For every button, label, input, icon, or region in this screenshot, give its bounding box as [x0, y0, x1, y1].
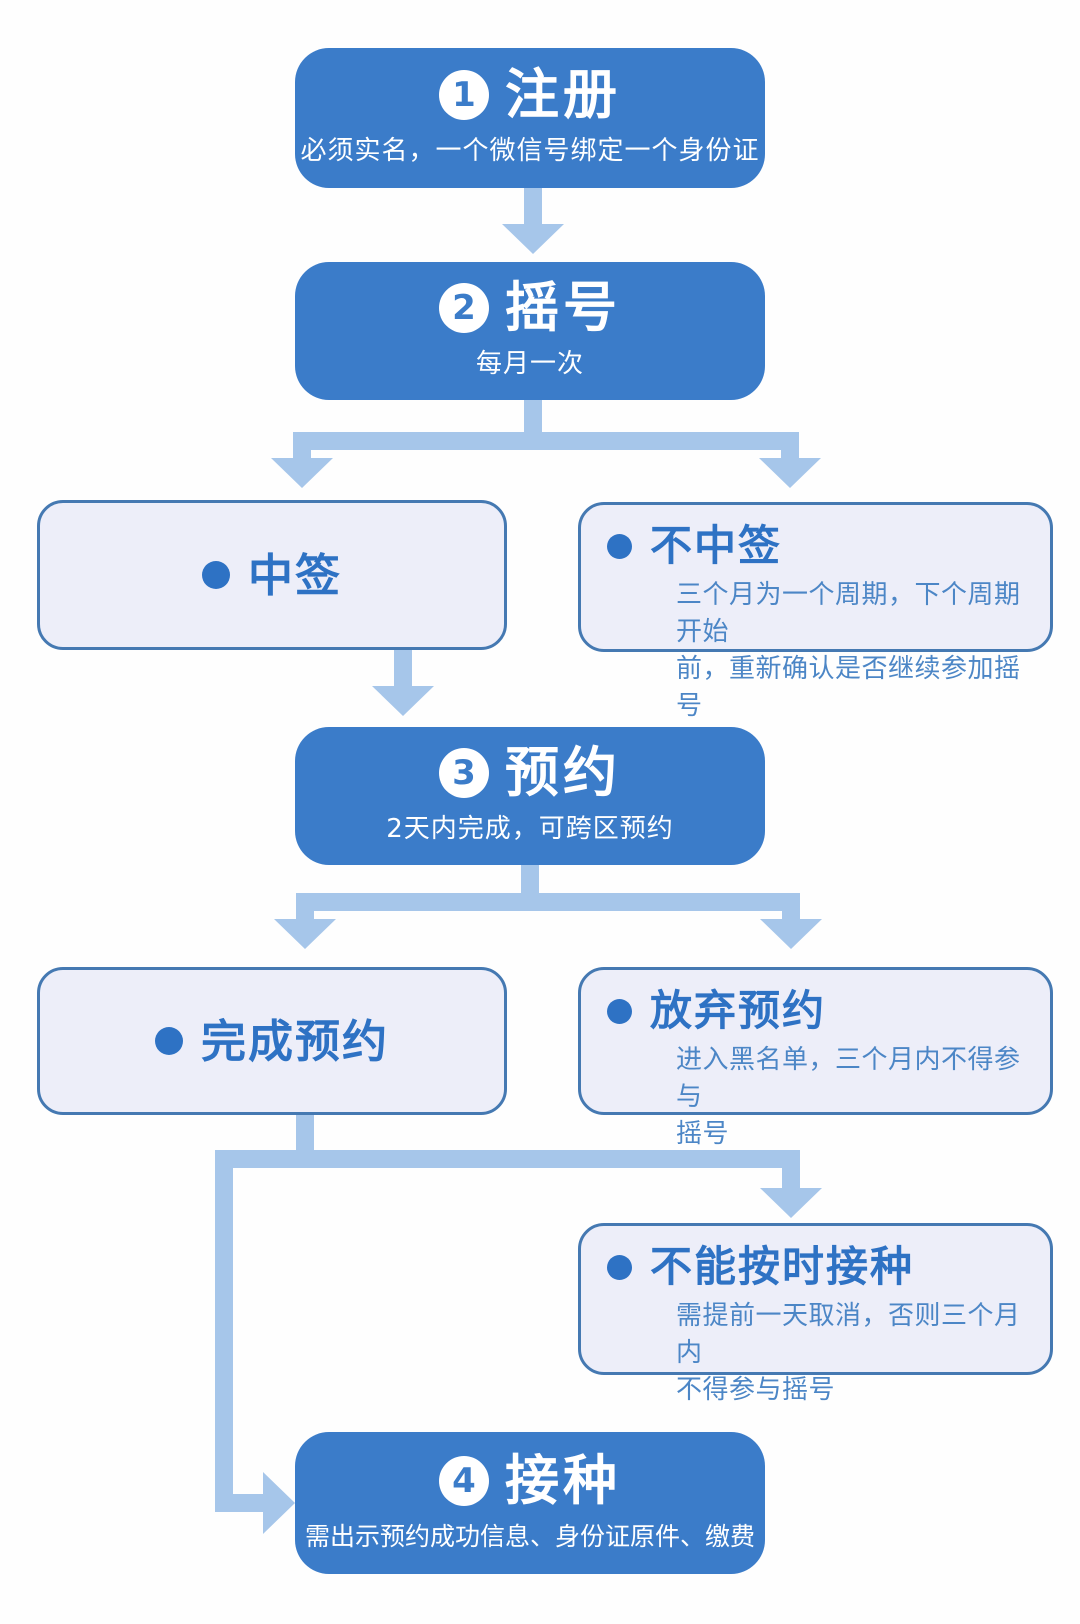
- step-number-badge-icon: 3: [439, 748, 489, 799]
- arrow-down-icon: [760, 1188, 822, 1218]
- step-subtitle: 必须实名，一个微信号绑定一个身份证: [300, 136, 760, 167]
- bullet-icon: [607, 1254, 632, 1280]
- step-title-row: 2 摇号: [439, 281, 621, 335]
- arrow-down-icon: [271, 458, 333, 488]
- step-title-row: 1 注册: [439, 68, 621, 122]
- outcome-title-row: 不能按时接种: [607, 1246, 1036, 1288]
- outcome-title-row: 完成预约: [154, 1014, 389, 1068]
- connector-lottery-stem: [524, 400, 542, 434]
- outcome-detail: 进入黑名单，三个月内不得参与 摇号: [676, 1045, 1021, 1149]
- arrow-right-icon: [263, 1472, 295, 1534]
- connector-lottery-bar: [293, 432, 799, 450]
- bullet-icon: [607, 533, 632, 559]
- step-title: 预约: [505, 741, 621, 805]
- outcome-box-lose: 不中签 三个月为一个周期，下个周期开始 前，重新确认是否继续参加摇号: [578, 502, 1053, 721]
- step-title-row: 4 接种: [439, 1454, 621, 1508]
- step-title: 接种: [505, 1449, 621, 1512]
- step-subtitle: 每月一次: [475, 349, 584, 380]
- outcome-box-complete: 完成预约: [37, 967, 507, 1115]
- outcome-title-row: 放弃预约: [607, 990, 1036, 1032]
- step-title-row: 3 预约: [439, 746, 621, 800]
- connector-reserve-left-stub: [296, 911, 314, 921]
- outcome-detail: 三个月为一个周期，下个周期开始 前，重新确认是否继续参加摇号: [676, 580, 1021, 721]
- outcome-title: 完成预约: [200, 1014, 389, 1068]
- connector-reserve-bar: [296, 893, 800, 911]
- step-number-badge-icon: 1: [439, 70, 489, 121]
- step-subtitle: 2天内完成，可跨区预约: [386, 814, 674, 845]
- bullet-icon: [201, 561, 230, 589]
- outcome-title: 不能按时接种: [650, 1242, 915, 1291]
- connector-complete-bar: [215, 1150, 800, 1168]
- connector-lottery-right-stub: [781, 450, 799, 460]
- connector-win-reserve: [394, 650, 412, 688]
- arrow-down-icon: [759, 458, 821, 488]
- connector-reserve-stem: [521, 865, 539, 897]
- connector-reserve-right-stub: [782, 911, 800, 921]
- step-box-vaccinate: 4 接种 需出示预约成功信息、身份证原件、缴费: [295, 1432, 765, 1574]
- arrow-down-icon: [372, 686, 434, 716]
- connector-complete-bottom-stub: [215, 1494, 265, 1512]
- step-subtitle: 需出示预约成功信息、身份证原件、缴费: [304, 1522, 755, 1551]
- arrow-down-icon: [274, 919, 336, 949]
- connector-register-lottery: [524, 188, 542, 228]
- step-number-badge-icon: 4: [439, 1456, 489, 1506]
- outcome-title-row: 中签: [201, 548, 342, 602]
- arrow-down-icon: [760, 919, 822, 949]
- connector-complete-right-drop: [782, 1168, 800, 1192]
- outcome-detail: 需提前一天取消，否则三个月内 不得参与摇号: [676, 1301, 1021, 1405]
- step-box-reserve: 3 预约 2天内完成，可跨区预约: [295, 727, 765, 865]
- bullet-icon: [154, 1027, 183, 1055]
- outcome-title: 不中签: [650, 521, 783, 570]
- connector-complete-stem: [296, 1115, 314, 1152]
- outcome-title: 中签: [247, 548, 342, 602]
- arrow-down-icon: [502, 224, 564, 254]
- outcome-title-row: 不中签: [607, 525, 1036, 567]
- bullet-icon: [607, 998, 632, 1024]
- step-title: 注册: [505, 63, 621, 127]
- step-box-register: 1 注册 必须实名，一个微信号绑定一个身份证: [295, 48, 765, 188]
- connector-complete-left-drop: [215, 1150, 233, 1512]
- outcome-title: 放弃预约: [650, 986, 827, 1035]
- outcome-box-miss: 不能按时接种 需提前一天取消，否则三个月内 不得参与摇号: [578, 1223, 1053, 1405]
- connector-lottery-left-stub: [293, 450, 311, 460]
- outcome-box-win: 中签: [37, 500, 507, 650]
- step-title: 摇号: [505, 276, 621, 340]
- outcome-box-abandon: 放弃预约 进入黑名单，三个月内不得参与 摇号: [578, 967, 1053, 1149]
- step-number-badge-icon: 2: [439, 283, 489, 334]
- step-box-lottery: 2 摇号 每月一次: [295, 262, 765, 400]
